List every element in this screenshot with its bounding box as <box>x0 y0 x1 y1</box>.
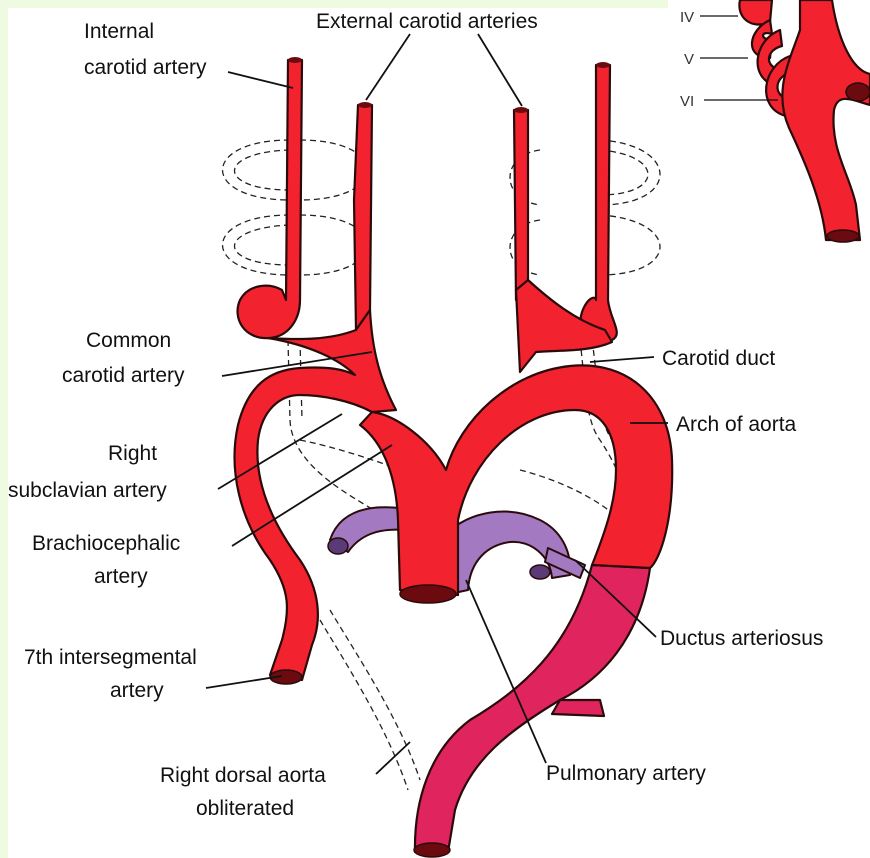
arch-of-aorta <box>360 365 672 595</box>
label-7th-intersegmental-line2: artery <box>110 679 164 702</box>
internal-carotid-left <box>581 65 617 341</box>
internal-carotid-right <box>238 60 302 338</box>
label-internal-carotid-line1: Internal <box>84 20 154 43</box>
label-common-carotid-line2: carotid artery <box>62 364 185 387</box>
label-right-subclavian-line2: subclavian artery <box>8 479 167 502</box>
label-ductus-arteriosus: Ductus arteriosus <box>660 627 823 650</box>
label-pulmonary-artery: Pulmonary artery <box>546 762 706 785</box>
label-brachiocephalic-line2: artery <box>94 565 148 588</box>
pulmonary-trunk <box>415 565 650 852</box>
label-common-carotid-line1: Common <box>86 329 171 352</box>
label-right-dorsal-aorta-line2: obliterated <box>196 797 294 820</box>
label-external-carotid: External carotid arteries <box>316 10 538 33</box>
label-right-dorsal-aorta-line1: Right dorsal aorta <box>160 764 326 787</box>
external-carotid-right <box>354 105 372 330</box>
label-carotid-duct: Carotid duct <box>662 347 775 370</box>
label-7th-intersegmental-line1: 7th intersegmental <box>24 646 197 669</box>
inset-label-v: V <box>684 51 694 68</box>
inset-arches: IV V VI <box>668 0 870 245</box>
label-brachiocephalic-line1: Brachiocephalic <box>32 532 180 555</box>
label-arch-of-aorta: Arch of aorta <box>676 413 797 436</box>
label-right-subclavian-line1: Right <box>108 442 157 465</box>
right-common-carotid <box>235 310 396 680</box>
pulmonary-branch-right-stub <box>552 700 604 716</box>
external-carotid-left <box>514 110 528 300</box>
inset-label-vi: VI <box>680 93 694 110</box>
label-internal-carotid-line2: carotid artery <box>84 56 207 79</box>
inset-label-iv: IV <box>680 9 694 26</box>
